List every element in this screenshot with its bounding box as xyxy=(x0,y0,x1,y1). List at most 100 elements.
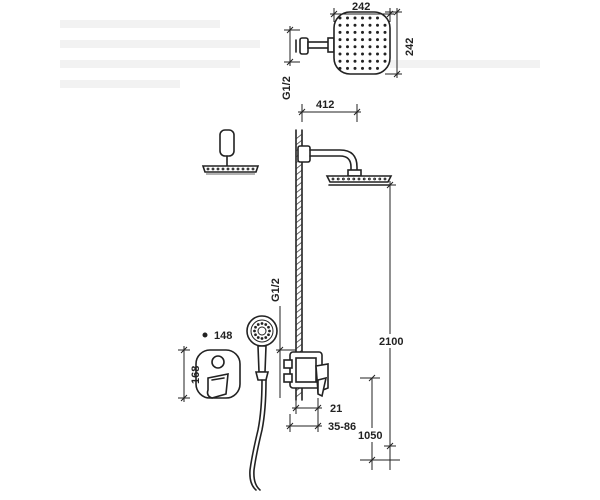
nozzle-dot xyxy=(353,66,357,70)
wall-hatch-line xyxy=(295,253,303,260)
nozzle-dot xyxy=(216,167,220,171)
nozzle-dot xyxy=(267,325,270,329)
wall-hatch-line xyxy=(295,325,303,332)
wall-hatch-line xyxy=(295,133,303,140)
valve-height-label: 168 xyxy=(190,366,202,384)
nozzle-dot xyxy=(346,23,349,27)
dim-head-width: 242 xyxy=(330,1,394,22)
handshower-diameter-label: 148 xyxy=(214,330,232,342)
head-height-label: 242 xyxy=(404,38,416,56)
nozzle-dot xyxy=(267,333,270,337)
nozzle-dot xyxy=(376,66,379,70)
valve-plate-front xyxy=(195,349,241,399)
nozzle-dot xyxy=(347,177,351,181)
wall-hatch-line xyxy=(295,265,303,272)
wall-hatch-line xyxy=(295,295,303,302)
nozzle-dot xyxy=(251,167,255,171)
valve-offset-label: 21 xyxy=(330,403,342,415)
nozzle-dot xyxy=(368,59,372,63)
wall-hatch-line xyxy=(295,181,303,188)
arm-length-label: 412 xyxy=(316,99,334,111)
nozzle-dot xyxy=(368,52,372,56)
head-width-label: 242 xyxy=(352,1,370,13)
thread-top-label: G1/2 xyxy=(281,76,293,100)
wall-hatch-line xyxy=(295,163,303,170)
nozzle-dot xyxy=(383,30,387,34)
nozzle-dot xyxy=(256,336,260,339)
nozzle-dot xyxy=(383,45,387,49)
nozzle-dot xyxy=(211,167,215,171)
wall-hatch-line xyxy=(295,307,303,314)
nozzle-dot xyxy=(376,23,379,27)
nozzle-dot xyxy=(368,30,372,34)
nozzle-dot xyxy=(361,52,364,56)
nozzle-dot xyxy=(338,52,342,56)
wall-hatch-line xyxy=(295,199,303,206)
main-shower-arm xyxy=(297,145,362,177)
nozzle-dot xyxy=(361,66,364,70)
nozzle-dot xyxy=(338,45,342,49)
wall-hatch-line xyxy=(295,205,303,212)
nozzle-dot xyxy=(336,177,340,181)
nozzle-dot xyxy=(260,322,264,325)
nozzle-dot xyxy=(346,66,349,70)
nozzle-dot xyxy=(338,30,342,34)
wall-hatch-line xyxy=(295,313,303,320)
nozzle-dot xyxy=(246,167,250,171)
square-head-outline xyxy=(333,11,391,75)
nozzle-dot xyxy=(338,16,342,20)
nozzle-dot xyxy=(346,52,349,56)
nozzle-dot xyxy=(346,16,349,20)
wall-hatch-line xyxy=(295,271,303,278)
handshower-front xyxy=(246,315,278,491)
nozzle-dot xyxy=(226,167,230,171)
nozzle-dot xyxy=(361,38,364,42)
wall-hatch-line xyxy=(295,217,303,224)
main-shower-head xyxy=(325,175,393,186)
wall-hatch-line xyxy=(295,331,303,338)
wall-hatch-line xyxy=(295,241,303,248)
wall-hatch-line xyxy=(295,211,303,218)
wall-hatch-line xyxy=(295,319,303,326)
nozzle-dot xyxy=(353,23,357,27)
nozzle-dot xyxy=(376,30,379,34)
total-height-text: 2100 xyxy=(379,336,403,348)
dim-valve-floor: 1050 xyxy=(356,374,388,470)
small-side-view-head xyxy=(201,129,260,175)
dim-wall-depth: 35-86 xyxy=(286,414,356,433)
wall-hatch-line xyxy=(295,259,303,266)
wall-hatch-line xyxy=(295,175,303,182)
nozzle-dot xyxy=(268,329,271,333)
nozzle-dot xyxy=(342,177,345,181)
nozzle-dot xyxy=(368,177,371,181)
nozzle-dot xyxy=(376,52,379,56)
nozzle-dot xyxy=(361,16,364,20)
nozzle-dot xyxy=(361,59,364,63)
nozzle-dot xyxy=(260,337,264,340)
nozzle-dot xyxy=(361,45,364,49)
wall-hatch-line xyxy=(295,337,303,344)
wall-hatch-line xyxy=(295,187,303,194)
nozzle-dot xyxy=(353,16,357,20)
nozzle-dot xyxy=(352,177,356,181)
nozzle-dot xyxy=(383,52,387,56)
wall-hatch-line xyxy=(295,277,303,284)
nozzle-dot xyxy=(353,38,357,42)
nozzle-dot xyxy=(264,336,268,339)
nozzle-dot xyxy=(353,45,357,49)
nozzle-dot xyxy=(383,59,387,63)
dim-valve-offset: 21 xyxy=(292,398,342,415)
nozzle-dot xyxy=(254,333,257,337)
nozzle-dot xyxy=(383,23,387,27)
nozzle-dot xyxy=(376,38,379,42)
dim-thread-mid: G1/2 xyxy=(270,278,296,398)
nozzle-dot xyxy=(338,59,342,63)
wall-hatch-line xyxy=(295,139,303,146)
nozzle-dot xyxy=(376,59,379,63)
nozzle-dot xyxy=(368,23,372,27)
nozzle-dot xyxy=(338,66,342,70)
wall-hatch-line xyxy=(295,391,303,398)
thread-mid-label: G1/2 xyxy=(270,278,282,302)
nozzle-dot xyxy=(253,329,256,333)
